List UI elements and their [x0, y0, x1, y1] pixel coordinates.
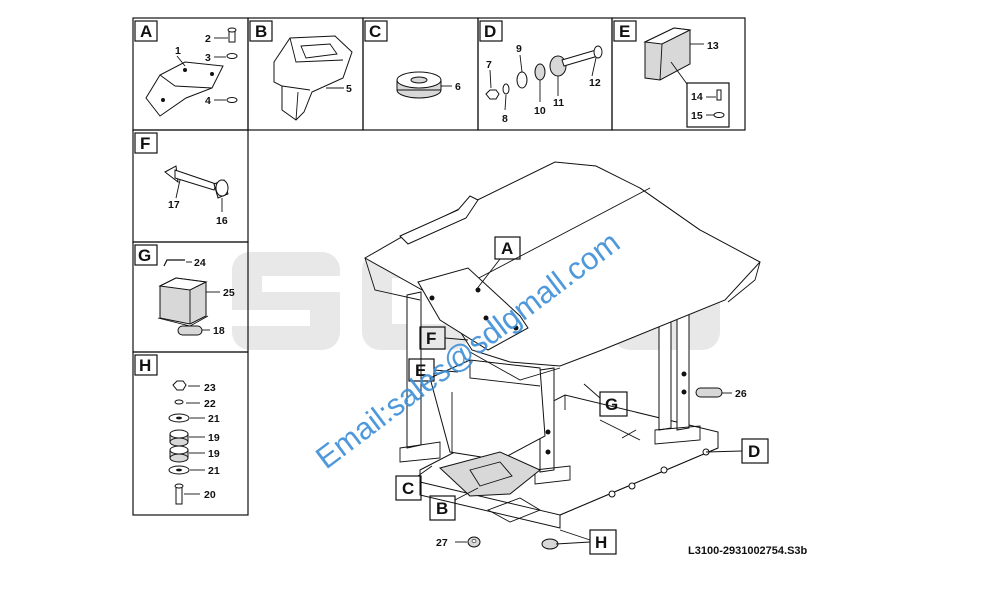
- callout-a: A: [475, 236, 521, 291]
- part-label-16: 16: [216, 215, 228, 227]
- part-label-19-top: 19: [208, 432, 220, 444]
- part-label-3: 3: [205, 52, 211, 64]
- box-c-parts: 6: [396, 71, 461, 99]
- callout-f: F: [419, 326, 469, 350]
- box-label-d: D: [479, 20, 503, 42]
- svg-text:G: G: [138, 246, 151, 265]
- box-label-g: G: [134, 244, 158, 266]
- svg-text:F: F: [140, 134, 150, 153]
- box-label-f: F: [134, 132, 158, 154]
- part-label-5: 5: [346, 83, 352, 95]
- callout-b: B: [429, 487, 479, 521]
- callout-e: E: [408, 358, 459, 382]
- part-label-24: 24: [194, 257, 206, 269]
- svg-text:G: G: [605, 395, 618, 414]
- detail-box-labels: A B C D E F G H: [134, 20, 637, 376]
- part-label-25: 25: [223, 287, 235, 299]
- part-label-12: 12: [589, 77, 601, 89]
- part-label-15: 15: [691, 110, 703, 122]
- svg-text:F: F: [426, 329, 436, 348]
- part-label-8: 8: [502, 113, 508, 125]
- part-label-9: 9: [516, 43, 522, 55]
- part-label-14: 14: [691, 91, 703, 103]
- box-label-e: E: [613, 20, 637, 42]
- main-assembly: 26 27: [363, 161, 761, 550]
- svg-text:E: E: [619, 22, 630, 41]
- part-label-27: 27: [436, 537, 448, 549]
- box-e-parts: 13 14 15: [643, 27, 730, 128]
- part-label-6: 6: [455, 81, 461, 93]
- box-a-parts: 1 2 3 4: [145, 27, 238, 117]
- part-label-18: 18: [213, 325, 225, 337]
- part-label-13: 13: [707, 40, 719, 52]
- svg-text:D: D: [748, 442, 760, 461]
- svg-text:A: A: [140, 22, 152, 41]
- part-label-11: 11: [553, 97, 564, 109]
- callout-h: H: [555, 529, 617, 555]
- detail-box-frames: [132, 17, 746, 516]
- callout-d: D: [705, 438, 769, 464]
- svg-text:D: D: [484, 22, 496, 41]
- part-label-21-bottom: 21: [208, 465, 220, 477]
- svg-text:E: E: [415, 361, 426, 380]
- part-label-23: 23: [204, 382, 216, 394]
- svg-text:A: A: [501, 239, 513, 258]
- part-label-21-top: 21: [208, 413, 220, 425]
- box-label-a: A: [134, 20, 158, 42]
- part-label-20: 20: [204, 489, 216, 501]
- svg-text:H: H: [595, 533, 607, 552]
- part-label-2: 2: [205, 33, 211, 45]
- part-label-10: 10: [534, 105, 546, 117]
- box-label-c: C: [364, 20, 388, 42]
- box-label-h: H: [134, 354, 158, 376]
- box-h-parts: 23 22 21 19 19 21 20: [168, 380, 220, 505]
- box-b-parts: 5: [273, 35, 353, 121]
- svg-text:C: C: [369, 22, 381, 41]
- box-label-b: B: [249, 20, 273, 42]
- part-label-19-bottom: 19: [208, 448, 220, 460]
- callout-c: C: [395, 465, 433, 501]
- part-label-4: 4: [205, 95, 211, 107]
- part-label-26: 26: [735, 388, 747, 400]
- box-f-parts: 17 16: [164, 165, 229, 227]
- part-label-1: 1: [175, 45, 181, 57]
- svg-text:H: H: [139, 356, 151, 375]
- svg-text:C: C: [402, 479, 414, 498]
- drawing-reference: L3100-2931002754.S3b: [688, 545, 808, 557]
- callout-g: G: [583, 383, 628, 417]
- box-g-parts: 24 25 18: [157, 257, 235, 337]
- part-label-7: 7: [486, 59, 492, 71]
- box-d-parts: 7 8 9 10 11 12: [485, 43, 603, 125]
- svg-text:B: B: [436, 499, 448, 518]
- svg-text:B: B: [255, 22, 267, 41]
- main-callouts: A F E G D C B: [395, 236, 769, 555]
- part-label-17: 17: [168, 199, 180, 211]
- part-label-22: 22: [204, 398, 216, 410]
